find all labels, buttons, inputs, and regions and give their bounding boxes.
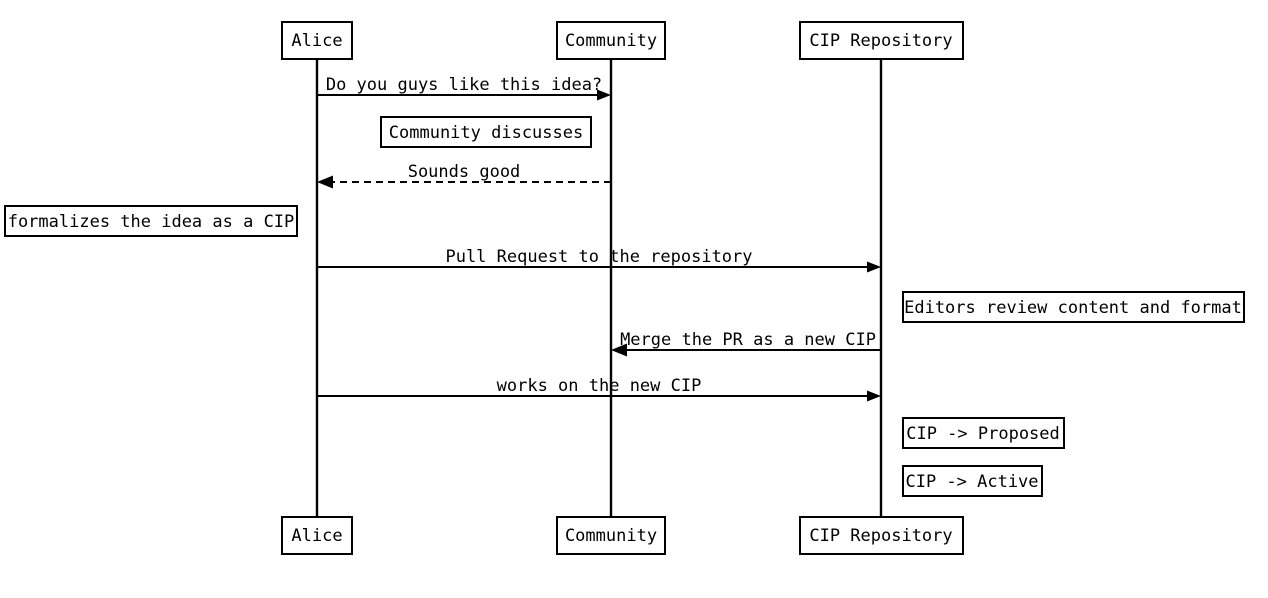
message-label: Pull Request to the repository — [445, 247, 752, 267]
actor-box-rect — [799, 21, 964, 60]
arrow-head-right — [867, 261, 881, 273]
arrow-head-right — [867, 390, 881, 402]
note-cip-active[interactable]: CIP -> Active — [902, 465, 1043, 497]
note-community-discusses[interactable]: Community discusses — [380, 116, 592, 148]
note-label: Community discusses — [389, 123, 583, 143]
actor-label-cip-repository-bottom: CIP Repository — [809, 526, 952, 546]
actor-box-cip-repository-bottom[interactable]: CIP Repository — [799, 516, 964, 555]
note-editors-review-content-and-format[interactable]: Editors review content and format — [902, 291, 1245, 323]
message-sounds-good[interactable]: Sounds good — [317, 162, 611, 189]
actor-box-rect — [799, 516, 964, 555]
actor-label-alice-top: Alice — [291, 31, 342, 51]
note-cip-proposed[interactable]: CIP -> Proposed — [902, 417, 1065, 449]
actor-box-rect — [281, 21, 353, 60]
actor-box-rect — [556, 516, 666, 555]
message-label: Do you guys like this idea? — [326, 75, 602, 95]
message-merge-the-pr-as-a-new-cip[interactable]: Merge the PR as a new CIP — [611, 330, 881, 357]
note-label: CIP -> Active — [905, 472, 1038, 492]
actor-box-community-bottom[interactable]: Community — [556, 516, 666, 555]
note-box-rect — [902, 417, 1065, 449]
arrow-head-right — [597, 89, 611, 101]
message-do-you-guys-like-this-idea[interactable]: Do you guys like this idea? — [317, 75, 611, 101]
note-box-rect — [380, 116, 592, 148]
actor-box-rect — [556, 21, 666, 60]
message-works-on-the-new-cip[interactable]: works on the new CIP — [317, 376, 881, 402]
message-label: works on the new CIP — [497, 376, 702, 396]
note-formalizes-the-idea-as-a-cip[interactable]: formalizes the idea as a CIP — [4, 205, 298, 237]
actor-label-cip-repository-top: CIP Repository — [809, 31, 952, 51]
actor-box-rect — [281, 516, 353, 555]
arrow-head-left — [611, 343, 627, 357]
message-label: Sounds good — [408, 162, 521, 182]
note-label: formalizes the idea as a CIP — [8, 212, 295, 232]
actor-box-community-top[interactable]: Community — [556, 21, 666, 60]
note-label: CIP -> Proposed — [906, 424, 1060, 444]
note-label: Editors review content and format — [904, 298, 1242, 318]
actor-label-community-top: Community — [565, 31, 657, 51]
actor-box-alice-top[interactable]: Alice — [281, 21, 353, 60]
lifelines — [315, 60, 883, 518]
actor-label-community-bottom: Community — [565, 526, 657, 546]
message-label: Merge the PR as a new CIP — [620, 330, 876, 350]
arrow-head-left — [317, 175, 333, 189]
note-box-rect — [902, 291, 1245, 323]
actor-label-alice-bottom: Alice — [291, 526, 342, 546]
actor-box-cip-repository-top[interactable]: CIP Repository — [799, 21, 964, 60]
note-box-rect — [4, 205, 298, 237]
actor-box-alice-bottom[interactable]: Alice — [281, 516, 353, 555]
message-pull-request-to-the-repository[interactable]: Pull Request to the repository — [317, 247, 881, 273]
note-box-rect — [902, 465, 1043, 497]
